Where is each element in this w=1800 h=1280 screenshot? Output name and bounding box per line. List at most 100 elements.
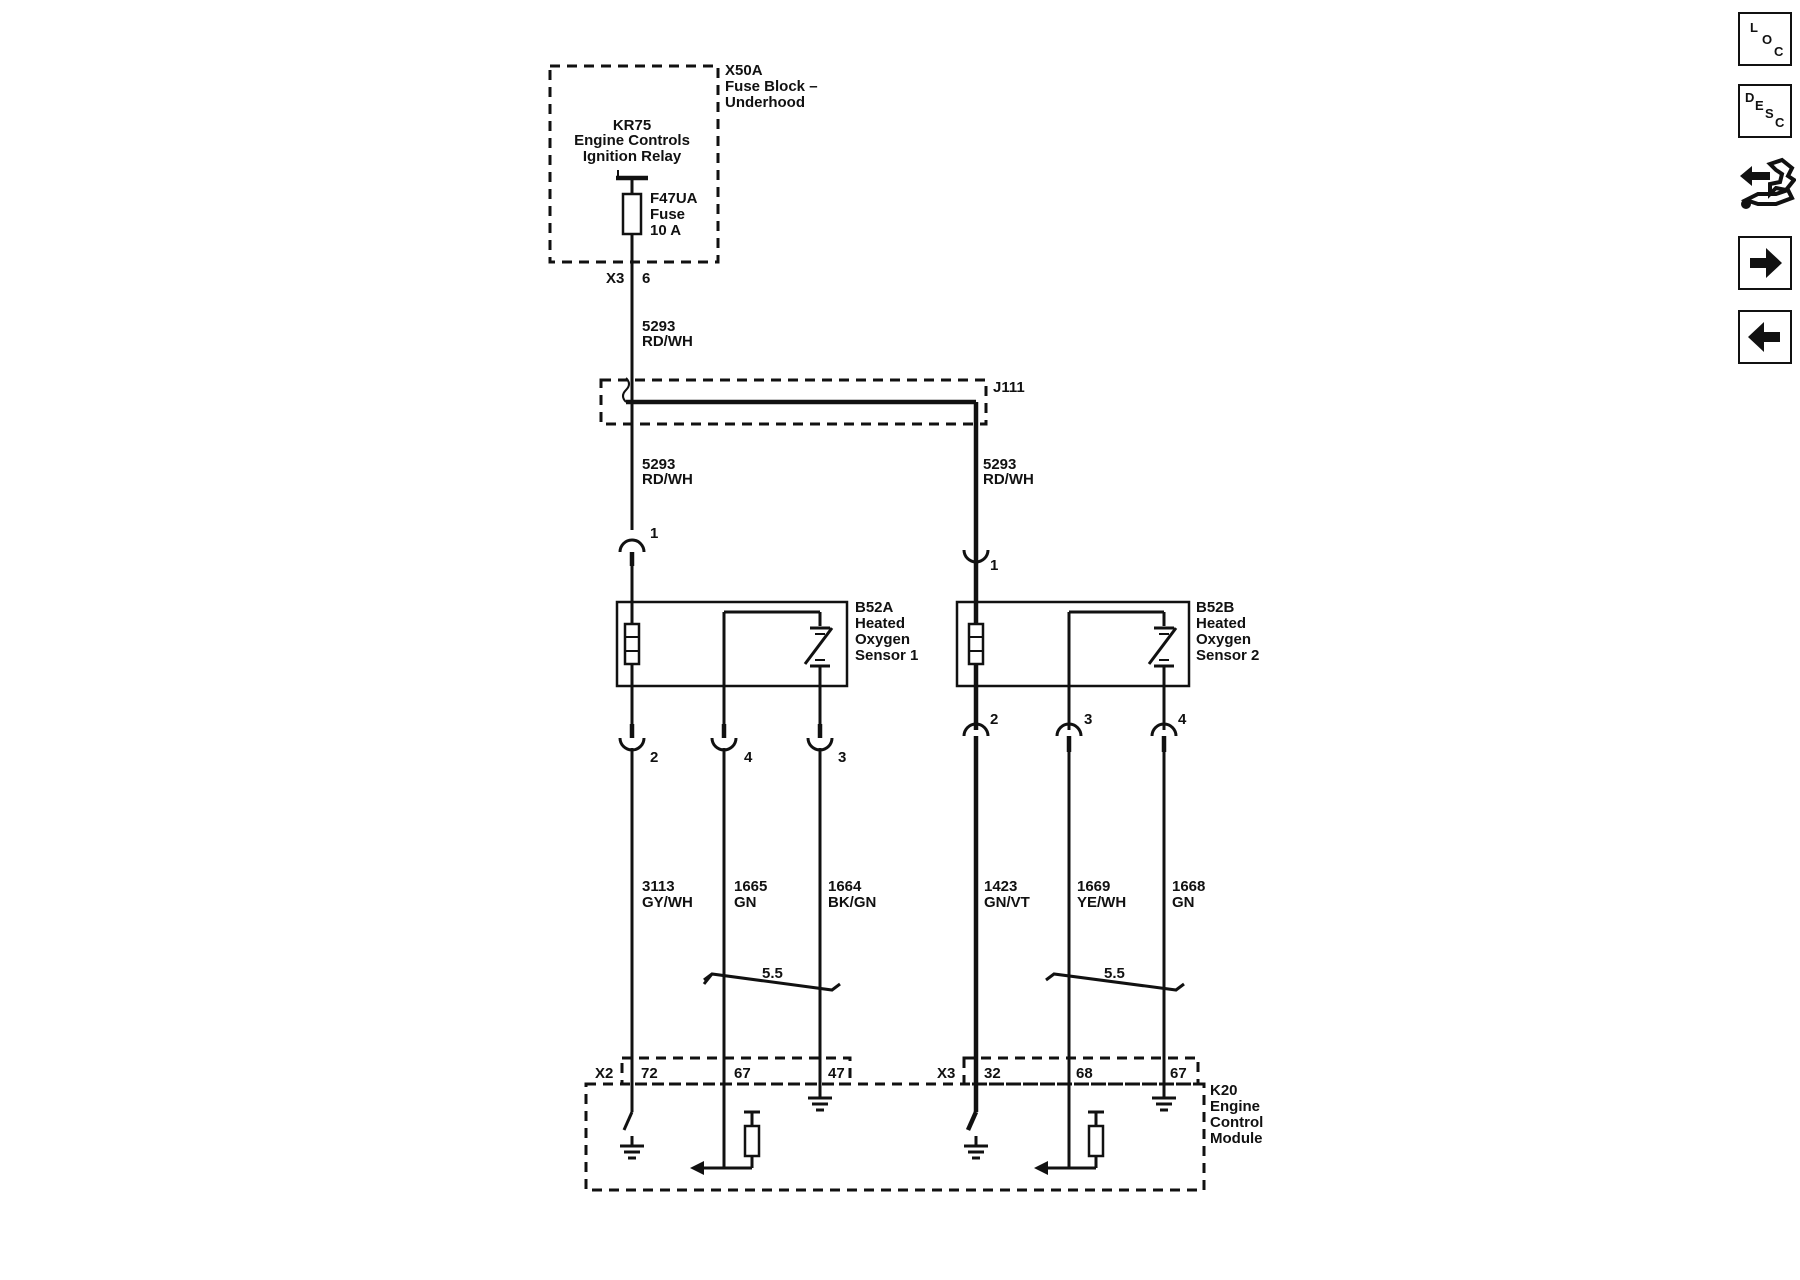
fuse-block-pin: 6 (642, 270, 650, 287)
relay-id: KR75 (613, 117, 651, 134)
ecm-ground-left (808, 1096, 832, 1112)
ecm-conn-right: X3 (937, 1065, 955, 1082)
next-page-button[interactable] (1738, 236, 1792, 290)
sensor2-line2: Oxygen (1196, 631, 1251, 648)
sensor1-pin-a: 2 (650, 749, 658, 766)
loc-letter-c: C (1774, 44, 1784, 59)
circuit-feed-top-color: RD/WH (642, 333, 693, 350)
circuit-s1-c-color: BK/GN (828, 894, 876, 911)
arrow-right-icon (1750, 248, 1782, 278)
desc-letter-d: D (1745, 90, 1755, 105)
sensor2-outline (955, 600, 1191, 688)
twisted-pair-label-1: 5.5 (762, 965, 783, 982)
sensor2-pin-top: 1 (990, 557, 998, 574)
sensor2-line1: Heated (1196, 615, 1246, 632)
ecm-id: K20 (1210, 1082, 1238, 1099)
ecm-pin-left-b: 67 (734, 1065, 751, 1082)
sensor2-heater-symbol (967, 622, 985, 666)
twisted-pair-label-2: 5.5 (1104, 965, 1125, 982)
ecm-pin-right-a: 32 (984, 1065, 1001, 1082)
ecm-switch-ground-1 (620, 1111, 644, 1160)
circuit-s1-b-num: 1665 (734, 878, 767, 895)
sensor2-pin-a: 2 (990, 711, 998, 728)
circuit-feed-right-color: RD/WH (983, 471, 1034, 488)
fuse-block-outline (548, 64, 720, 264)
previous-page-button[interactable] (1738, 310, 1792, 364)
circuit-s1-b-color: GN (734, 894, 757, 911)
ecm-ground-right (1152, 1096, 1176, 1112)
sensor2-id: B52B (1196, 599, 1235, 616)
sensor1-line3: Sensor 1 (855, 647, 918, 664)
sensor2-line3: Sensor 2 (1196, 647, 1259, 664)
sensor1-outline (615, 600, 849, 688)
sensor2-connector-top (962, 549, 990, 566)
ecm-pin-right-c: 67 (1170, 1065, 1187, 1082)
desc-letter-s: S (1765, 106, 1774, 121)
sensor2-pin-b: 3 (1084, 711, 1092, 728)
relay-line1: Engine Controls (574, 132, 690, 149)
loc-letter-l: L (1750, 20, 1758, 35)
ecm-switch-ground-2 (964, 1111, 988, 1160)
ecm-conn-left: X2 (595, 1065, 613, 1082)
loc-letter-o: O (1762, 32, 1773, 47)
ecm-pin-left-c: 47 (828, 1065, 845, 1082)
ecm-outline (584, 1082, 1206, 1192)
fuse-block-connector: X3 (606, 270, 624, 287)
circuit-s2-c-color: GN (1172, 894, 1195, 911)
circuit-s2-b-num: 1669 (1077, 878, 1110, 895)
sensor1-pin-top: 1 (650, 525, 658, 542)
circuit-s1-a-num: 3113 (642, 878, 675, 895)
sensor1-pin-b: 4 (744, 749, 753, 766)
splice-outline (599, 378, 988, 426)
circuit-s1-a-color: GY/WH (642, 894, 693, 911)
fuse-block-line1: Fuse Block – (725, 78, 818, 95)
ecm-sense-input-2 (1034, 1110, 1105, 1175)
splice-id: J111 (993, 379, 1025, 396)
fuse-block-id: X50A (725, 62, 763, 79)
circuit-s1-c-num: 1664 (828, 878, 862, 895)
sensor2-element-symbol (1067, 610, 1178, 730)
circuit-feed-left-color: RD/WH (642, 471, 693, 488)
fuse-line1: Fuse (650, 206, 685, 223)
ecm-line3: Module (1210, 1130, 1263, 1147)
desc-letter-e: E (1755, 98, 1764, 113)
sensor1-connectors-bottom (618, 724, 834, 752)
fuse-block-line2: Underhood (725, 94, 805, 111)
circuit-s2-c-num: 1668 (1172, 878, 1205, 895)
ecm-pin-left-a: 72 (641, 1065, 658, 1082)
ecm-line2: Control (1210, 1114, 1263, 1131)
ecm-sense-input-1 (690, 1110, 761, 1175)
relay-line2: Ignition Relay (583, 148, 682, 165)
fuse-line2: 10 A (650, 222, 681, 239)
circuit-s2-a-color: GN/VT (984, 894, 1030, 911)
description-view-button[interactable]: D E S C (1738, 84, 1792, 138)
fuse-symbol (621, 192, 643, 236)
ecm-pin-right-b: 68 (1076, 1065, 1093, 1082)
twisted-pair-marker-1 (702, 972, 841, 992)
sensor1-line1: Heated (855, 615, 905, 632)
circuit-s2-b-color: YE/WH (1077, 894, 1126, 911)
desc-letter-c: C (1775, 115, 1785, 130)
ecm-connector-left-outline (620, 1056, 852, 1086)
circuit-s2-a-num: 1423 (984, 878, 1017, 895)
sensor1-line2: Oxygen (855, 631, 910, 648)
fuse-id: F47UA (650, 190, 698, 207)
connector-view-icon[interactable] (1736, 154, 1797, 218)
locator-view-button[interactable]: L O C (1738, 12, 1792, 66)
circuit-feed-right-num: 5293 (983, 456, 1016, 473)
sensor2-connectors-bottom (962, 722, 1178, 752)
sensor1-pin-c: 3 (838, 749, 846, 766)
splice-jumper (622, 377, 630, 403)
sensor1-connector-top (618, 538, 646, 566)
twisted-pair-marker-2 (1045, 972, 1185, 992)
circuit-feed-top-num: 5293 (642, 318, 675, 335)
sensor1-element-symbol (722, 610, 834, 730)
arrow-left-icon (1748, 322, 1780, 352)
circuit-feed-left-num: 5293 (642, 456, 675, 473)
sensor1-id: B52A (855, 599, 894, 616)
ecm-line1: Engine (1210, 1098, 1260, 1115)
connector-plug-icon (1740, 157, 1797, 209)
sensor2-pin-c: 4 (1178, 711, 1187, 728)
sensor1-heater-symbol (623, 622, 641, 666)
